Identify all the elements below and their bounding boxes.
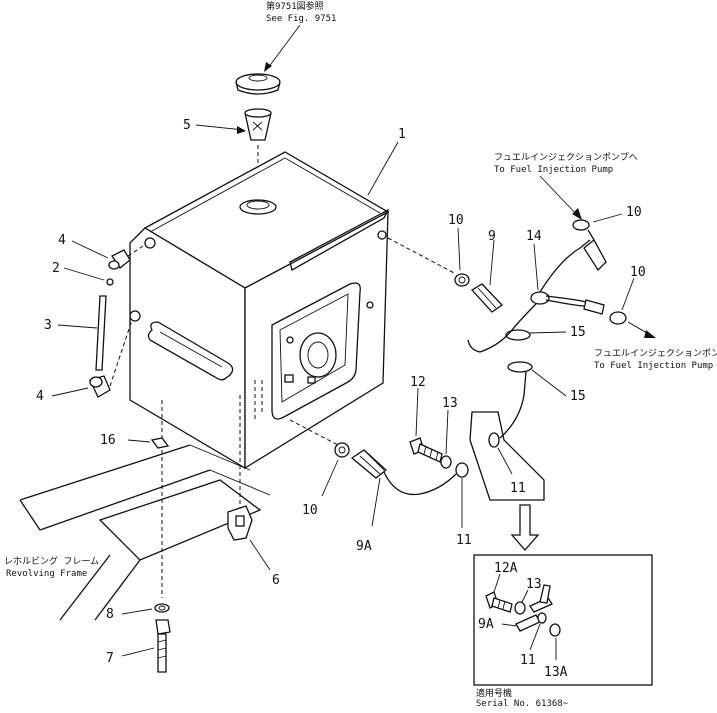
callout-1: 1 [398,127,406,142]
clip-part-16 [150,400,170,598]
detail-inset-frame [473,554,653,686]
callout-4-bottom: 4 [36,389,44,404]
bolt-part-12 [409,437,443,463]
washer-part-8 [154,603,170,613]
callout-15-b: 15 [570,389,586,404]
callout-16: 16 [100,433,116,448]
callout-10-a: 10 [448,213,464,228]
see-fig-arrow [267,24,301,69]
fuel-pipe-down [499,371,527,439]
callout-7: 7 [106,651,114,666]
callout-10-c: 10 [630,265,646,280]
detail-inset: 12A 13 9A 11 13A [473,554,653,686]
to-pump-right: To Fuel Injection Pump [594,361,713,371]
fuel-pipe-9A-curve [383,471,457,496]
bolt-part-7 [155,619,171,673]
fitting-part-11-a [488,432,500,448]
fuel-tank-part-1 [129,151,390,470]
washer-part-13 [440,455,452,469]
callout-4-top: 4 [58,233,66,248]
clamp-part-10-a [454,273,470,287]
frame-label-jp: レホルビング フレーム [4,555,99,567]
clamp-part-15-b [507,361,533,373]
callout-15-a: 15 [570,325,586,340]
to-pump-top-jp: フュエルインジェクションポンプへ [494,152,638,163]
callout-10-b: 10 [626,205,642,220]
callout-10-d: 10 [302,503,318,518]
to-pump-top: To Fuel Injection Pump [494,165,613,175]
see-fig: See Fig. 9751 [266,14,336,24]
arrowhead [264,62,272,72]
serial-jp: 適用号機 [476,687,512,699]
callout-3: 3 [44,318,52,333]
see-fig-jp: 第9751図参照 [266,0,324,12]
inset-callout-11: 11 [520,653,536,668]
inset-callout-9A: 9A [478,617,494,632]
filler-cap [235,73,281,95]
leader-1 [367,141,399,196]
clamp-part-6 [227,395,253,541]
inset-callout-12A: 12A [494,561,518,576]
hose-part-9A [350,449,388,479]
serial-no: Serial No. 61368~ [476,699,569,709]
callout-9A: 9A [356,539,372,554]
callout-2: 2 [52,261,60,276]
inset-callout-13A: 13A [544,665,568,680]
reference-note-top: 第9751図参照 See Fig. 9751 [264,0,336,72]
tee-fitting-part-14 [467,239,591,353]
callout-12: 12 [410,375,426,390]
level-gauge-assembly [89,243,147,398]
callout-6: 6 [272,573,280,588]
leader-5 [195,124,245,131]
callout-14: 14 [526,229,542,244]
to-pump-right-jp: フュエルインジェクションポンプへ [594,348,717,359]
fitting-part-11-b [455,462,469,478]
clamp-part-15-a [505,329,531,341]
callout-13: 13 [442,396,458,411]
callout-9: 9 [488,229,496,244]
clamp-part-10-d [334,442,350,458]
hose-to-pump-top [572,219,607,272]
callout-8: 8 [106,607,114,622]
callout-11-b: 11 [456,533,472,548]
callout-11-a: 11 [510,481,526,496]
hose-part-9 [470,283,503,313]
frame-label: Revolving Frame [6,569,87,579]
callout-5: 5 [183,118,191,133]
hose-to-pump-right [583,299,627,325]
inset-callout-13: 13 [526,577,542,592]
detail-callout-region [469,411,545,501]
detail-down-arrow [510,504,540,551]
